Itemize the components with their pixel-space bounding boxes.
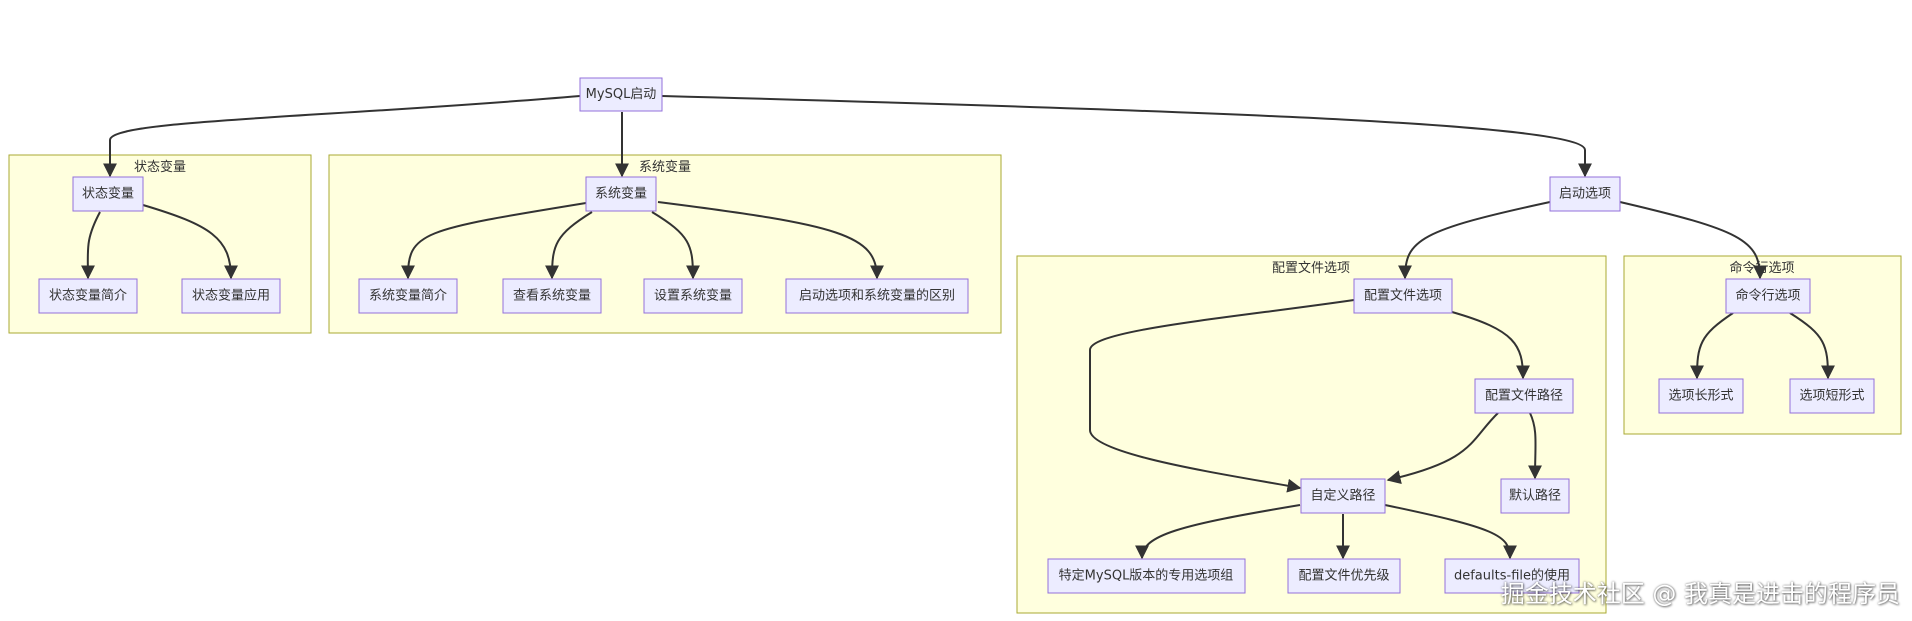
- edge-system-set: [651, 211, 700, 280]
- node-long-form-label: 选项长形式: [1668, 389, 1733, 404]
- edge-config-custompath: [1089, 299, 1355, 493]
- edge-configpath-custompath: [1386, 412, 1499, 484]
- node-defaults-file[interactable]: defaults-file的使用: [1444, 558, 1580, 594]
- node-sys-intro-label: 系统变量简介: [369, 288, 447, 304]
- edge-root-startopts: [661, 95, 1592, 178]
- node-config-options-label: 配置文件选项: [1364, 289, 1442, 304]
- watermark: 掘金技术社区 @ 我真是进击的程序员: [1500, 580, 1900, 608]
- node-custom-path[interactable]: 自定义路径: [1300, 478, 1386, 514]
- edge-system-view: [545, 211, 593, 280]
- edges: [80, 95, 1835, 560]
- node-config-priority[interactable]: 配置文件优先级: [1287, 558, 1401, 594]
- node-start-options[interactable]: 启动选项: [1549, 176, 1621, 212]
- node-sys-set[interactable]: 设置系统变量: [643, 278, 743, 314]
- cluster-system-title: 系统变量: [639, 159, 691, 175]
- node-config-options[interactable]: 配置文件选项: [1353, 278, 1453, 314]
- node-custom-path-label: 自定义路径: [1310, 488, 1375, 504]
- node-short-form[interactable]: 选项短形式: [1789, 378, 1875, 414]
- node-sys-view[interactable]: 查看系统变量: [502, 278, 602, 314]
- node-config-path[interactable]: 配置文件路径: [1474, 378, 1574, 414]
- edge-custompath-defaultsfile: [1384, 504, 1517, 560]
- node-status-apply-label: 状态变量应用: [192, 288, 270, 304]
- edge-system-intro: [401, 202, 587, 280]
- cluster-config-title: 配置文件选项: [1272, 261, 1350, 276]
- edge-root-status: [103, 95, 581, 178]
- node-status-variables-label: 状态变量: [82, 186, 134, 202]
- node-sys-view-label: 查看系统变量: [513, 288, 591, 304]
- node-start-options-label: 启动选项: [1559, 187, 1611, 202]
- edge-status-apply: [142, 204, 238, 280]
- node-short-form-label: 选项短形式: [1799, 389, 1864, 404]
- node-config-priority-label: 配置文件优先级: [1298, 569, 1389, 584]
- cluster-status-title: 状态变量: [134, 159, 186, 175]
- edge-custompath-specific: [1135, 504, 1301, 560]
- node-default-path[interactable]: 默认路径: [1500, 478, 1570, 514]
- edge-status-intro: [80, 211, 101, 280]
- node-default-path-label: 默认路径: [1509, 488, 1561, 504]
- edge-startopts-cmdline: [1619, 201, 1767, 280]
- node-specific-group-label: 特定MySQL版本的专用选项组: [1059, 568, 1234, 584]
- node-cmdline-options[interactable]: 命令行选项: [1725, 278, 1811, 314]
- node-long-form[interactable]: 选项长形式: [1658, 378, 1744, 414]
- edge-cmdline-long: [1690, 312, 1734, 380]
- node-mysql-start-label: MySQL启动: [586, 87, 657, 102]
- node-status-apply[interactable]: 状态变量应用: [181, 278, 281, 314]
- node-system-variables-label: 系统变量: [595, 186, 647, 202]
- node-sys-set-label: 设置系统变量: [654, 288, 732, 304]
- node-status-intro-label: 状态变量简介: [49, 288, 127, 304]
- node-system-variables[interactable]: 系统变量: [585, 176, 657, 212]
- edge-system-diff: [657, 201, 884, 280]
- node-status-variables[interactable]: 状态变量: [72, 176, 144, 212]
- node-status-intro[interactable]: 状态变量简介: [38, 278, 138, 314]
- node-config-path-label: 配置文件路径: [1485, 388, 1563, 404]
- edge-configpath-default: [1528, 412, 1543, 480]
- node-defaults-file-label: defaults-file的使用: [1454, 568, 1570, 584]
- edge-startopts-config: [1398, 201, 1551, 280]
- node-specific-group[interactable]: 特定MySQL版本的专用选项组: [1047, 558, 1246, 594]
- node-sys-diff-label: 启动选项和系统变量的区别: [799, 288, 955, 304]
- node-sys-diff[interactable]: 启动选项和系统变量的区别: [785, 278, 969, 314]
- node-sys-intro[interactable]: 系统变量简介: [358, 278, 458, 314]
- cluster-cmdline-title: 命令行选项: [1729, 260, 1794, 276]
- edge-cmdline-short: [1789, 312, 1835, 380]
- node-mysql-start[interactable]: MySQL启动: [579, 77, 663, 112]
- edge-config-configpath: [1451, 311, 1530, 380]
- node-cmdline-options-label: 命令行选项: [1735, 288, 1800, 304]
